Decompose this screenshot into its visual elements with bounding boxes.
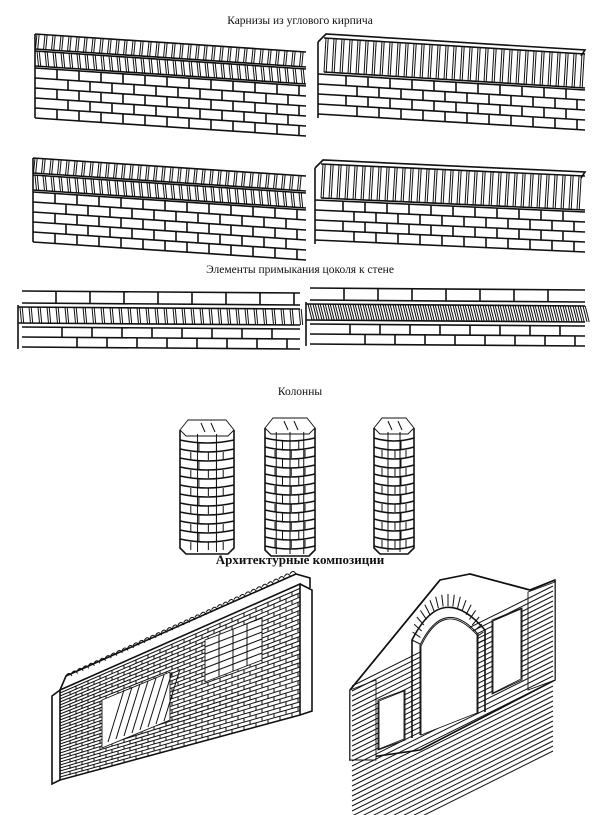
column-octagonal: [264, 417, 316, 557]
plinth-panel-left: [17, 290, 304, 350]
cornice-panel-top-right: [317, 33, 587, 131]
composition-arched-gable: [349, 573, 556, 815]
caption-columns: Колонны: [277, 386, 323, 398]
caption-plinth: Элементы примыкания цоколя к стене: [206, 264, 394, 276]
column-narrow: [373, 417, 415, 555]
cornice-panel-bottom-right: [314, 159, 587, 253]
plinth-panel-right: [305, 287, 590, 347]
cornice-panel-bottom-left: [32, 157, 307, 261]
cornice-panel-top-left: [34, 33, 307, 137]
caption-compositions: Архитектурные композиции: [215, 552, 385, 567]
composition-fence-wall: [51, 571, 313, 786]
column-square: [179, 419, 235, 555]
caption-cornices: Карнизы из углового кирпича: [227, 15, 373, 27]
